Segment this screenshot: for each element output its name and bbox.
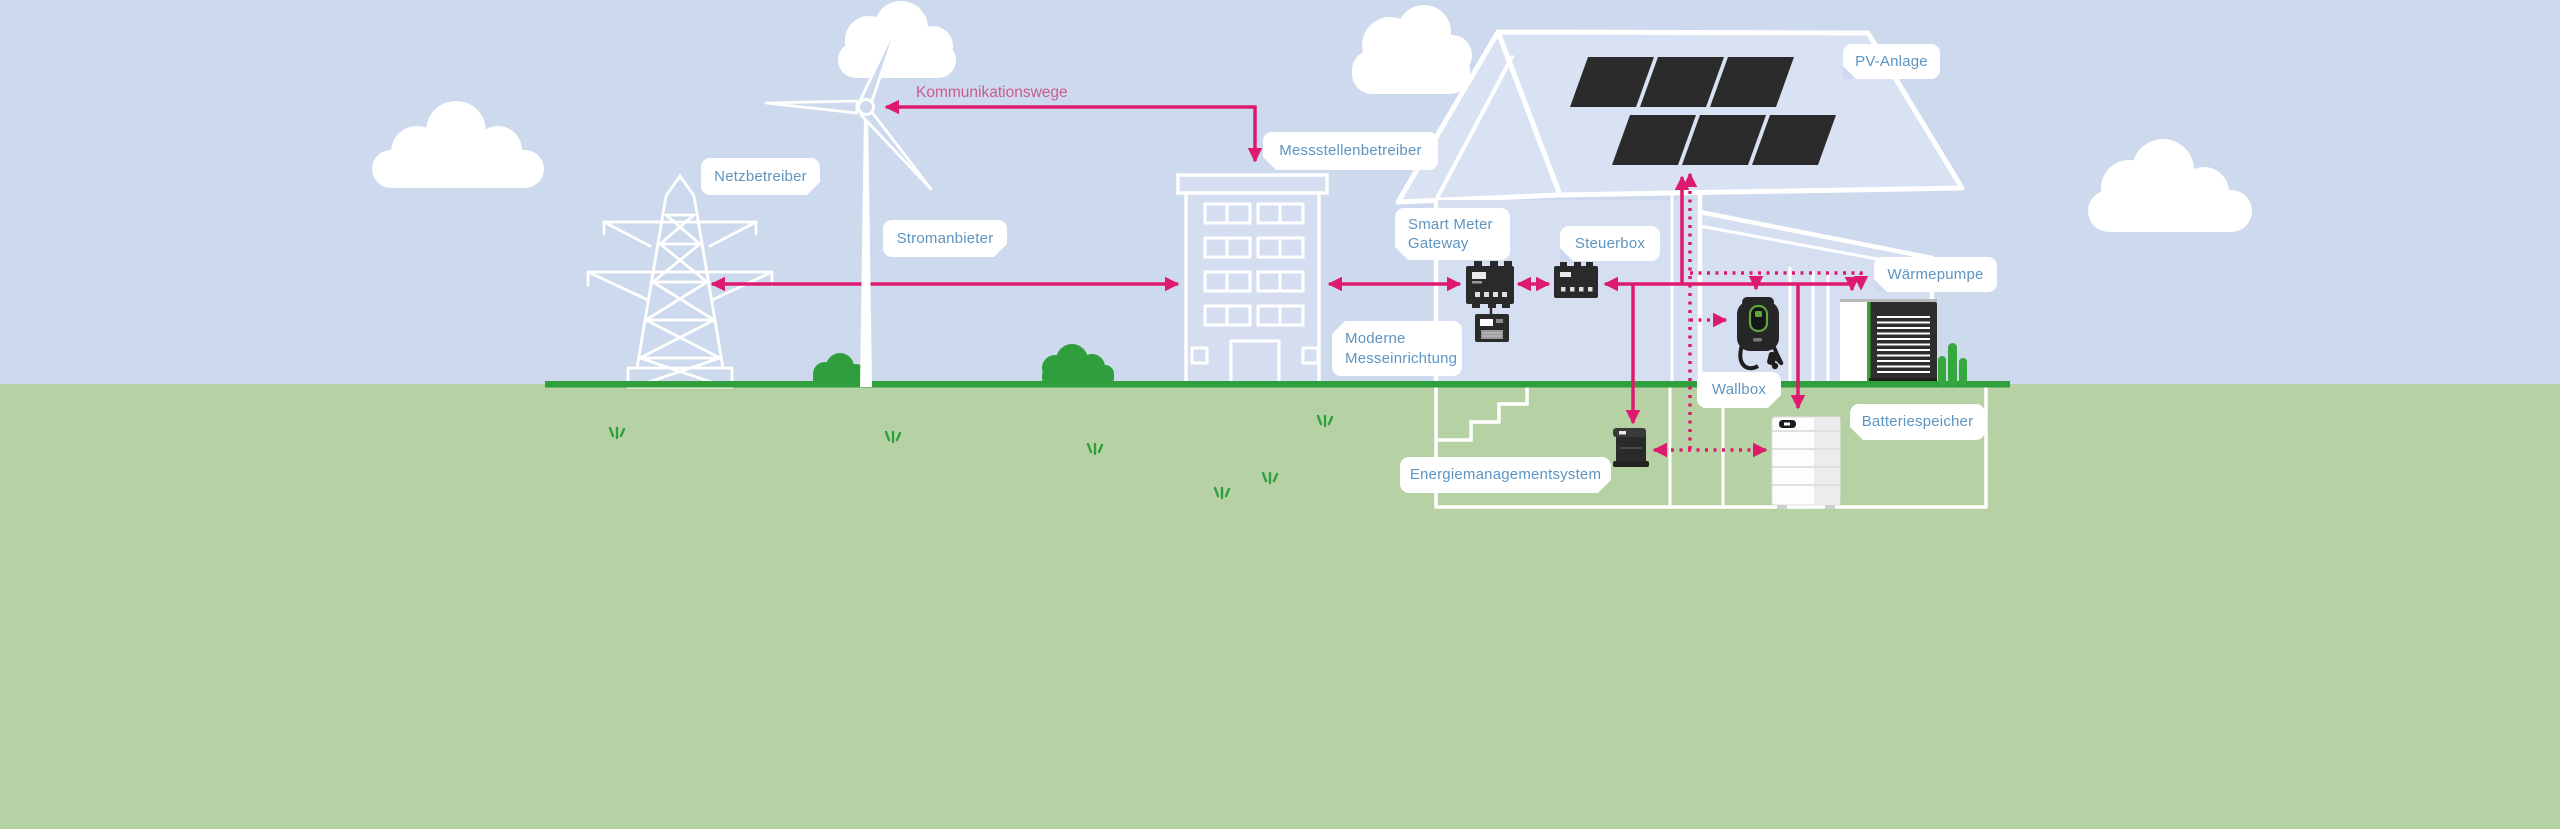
cloud-icon — [2088, 139, 2252, 232]
label-stromanbieter: Stromanbieter — [883, 220, 1007, 257]
heat-pump-icon — [1840, 299, 1937, 382]
steuerbox-device — [1554, 262, 1598, 298]
office-building-icon — [1176, 173, 1329, 386]
label-corner-cut — [1395, 247, 1408, 260]
cloud-icon — [1352, 5, 1472, 94]
label-energiemanagementsystem: Energiemanagementsystem — [1400, 457, 1611, 493]
label-corner-cut — [1843, 66, 1856, 79]
kommunikationswege-label: Kommunikationswege — [916, 84, 1068, 101]
power-pylon-icon — [586, 173, 774, 389]
energy-management-device — [1613, 428, 1649, 467]
label-corner-cut — [1598, 480, 1611, 493]
label-corner-cut — [1874, 279, 1887, 292]
label-messstellenbetreiber: Messstellenbetreiber — [1263, 132, 1438, 170]
label-corner-cut — [807, 182, 820, 195]
label-batteriespeicher: Batteriespeicher — [1850, 404, 1985, 440]
grass-background — [0, 384, 2560, 829]
smart-meter-gateway-device — [1466, 261, 1514, 314]
label-corner-cut — [1560, 248, 1573, 261]
digital-meter-device — [1475, 314, 1509, 342]
wallbox-device — [1737, 297, 1784, 371]
label-corner-cut — [1850, 427, 1863, 440]
wind-turbine-icon — [764, 15, 933, 387]
communication-lines — [710, 99, 1860, 425]
cloud-icon — [372, 101, 544, 188]
label-smart-meter-gateway: Smart Meter Gateway — [1395, 208, 1510, 260]
pv-panels-icon — [1570, 57, 1836, 165]
label-steuerbox: Steuerbox — [1560, 226, 1660, 261]
ground-line — [545, 381, 2010, 388]
bush-icon — [1042, 344, 1114, 386]
grass-tufts — [608, 414, 1334, 500]
cloud-icon — [838, 1, 956, 78]
battery-storage-icon — [1771, 416, 1841, 509]
cactus-bush-icon — [1938, 343, 1967, 386]
label-corner-cut — [994, 244, 1007, 257]
communication-lines-dashed — [1652, 172, 1869, 458]
label-corner-cut — [1263, 157, 1276, 170]
label-moderne-messeinrichtung: Moderne Messeinrichtung — [1332, 321, 1462, 376]
label-netzbetreiber: Netzbetreiber — [701, 158, 820, 195]
label-corner-cut — [1768, 395, 1781, 408]
label-waermepumpe: Wärmepumpe — [1874, 257, 1997, 292]
label-pv-anlage: PV-Anlage — [1843, 44, 1940, 79]
label-corner-cut — [1332, 321, 1345, 334]
label-wallbox: Wallbox — [1697, 372, 1781, 408]
bush-icon — [813, 353, 869, 386]
